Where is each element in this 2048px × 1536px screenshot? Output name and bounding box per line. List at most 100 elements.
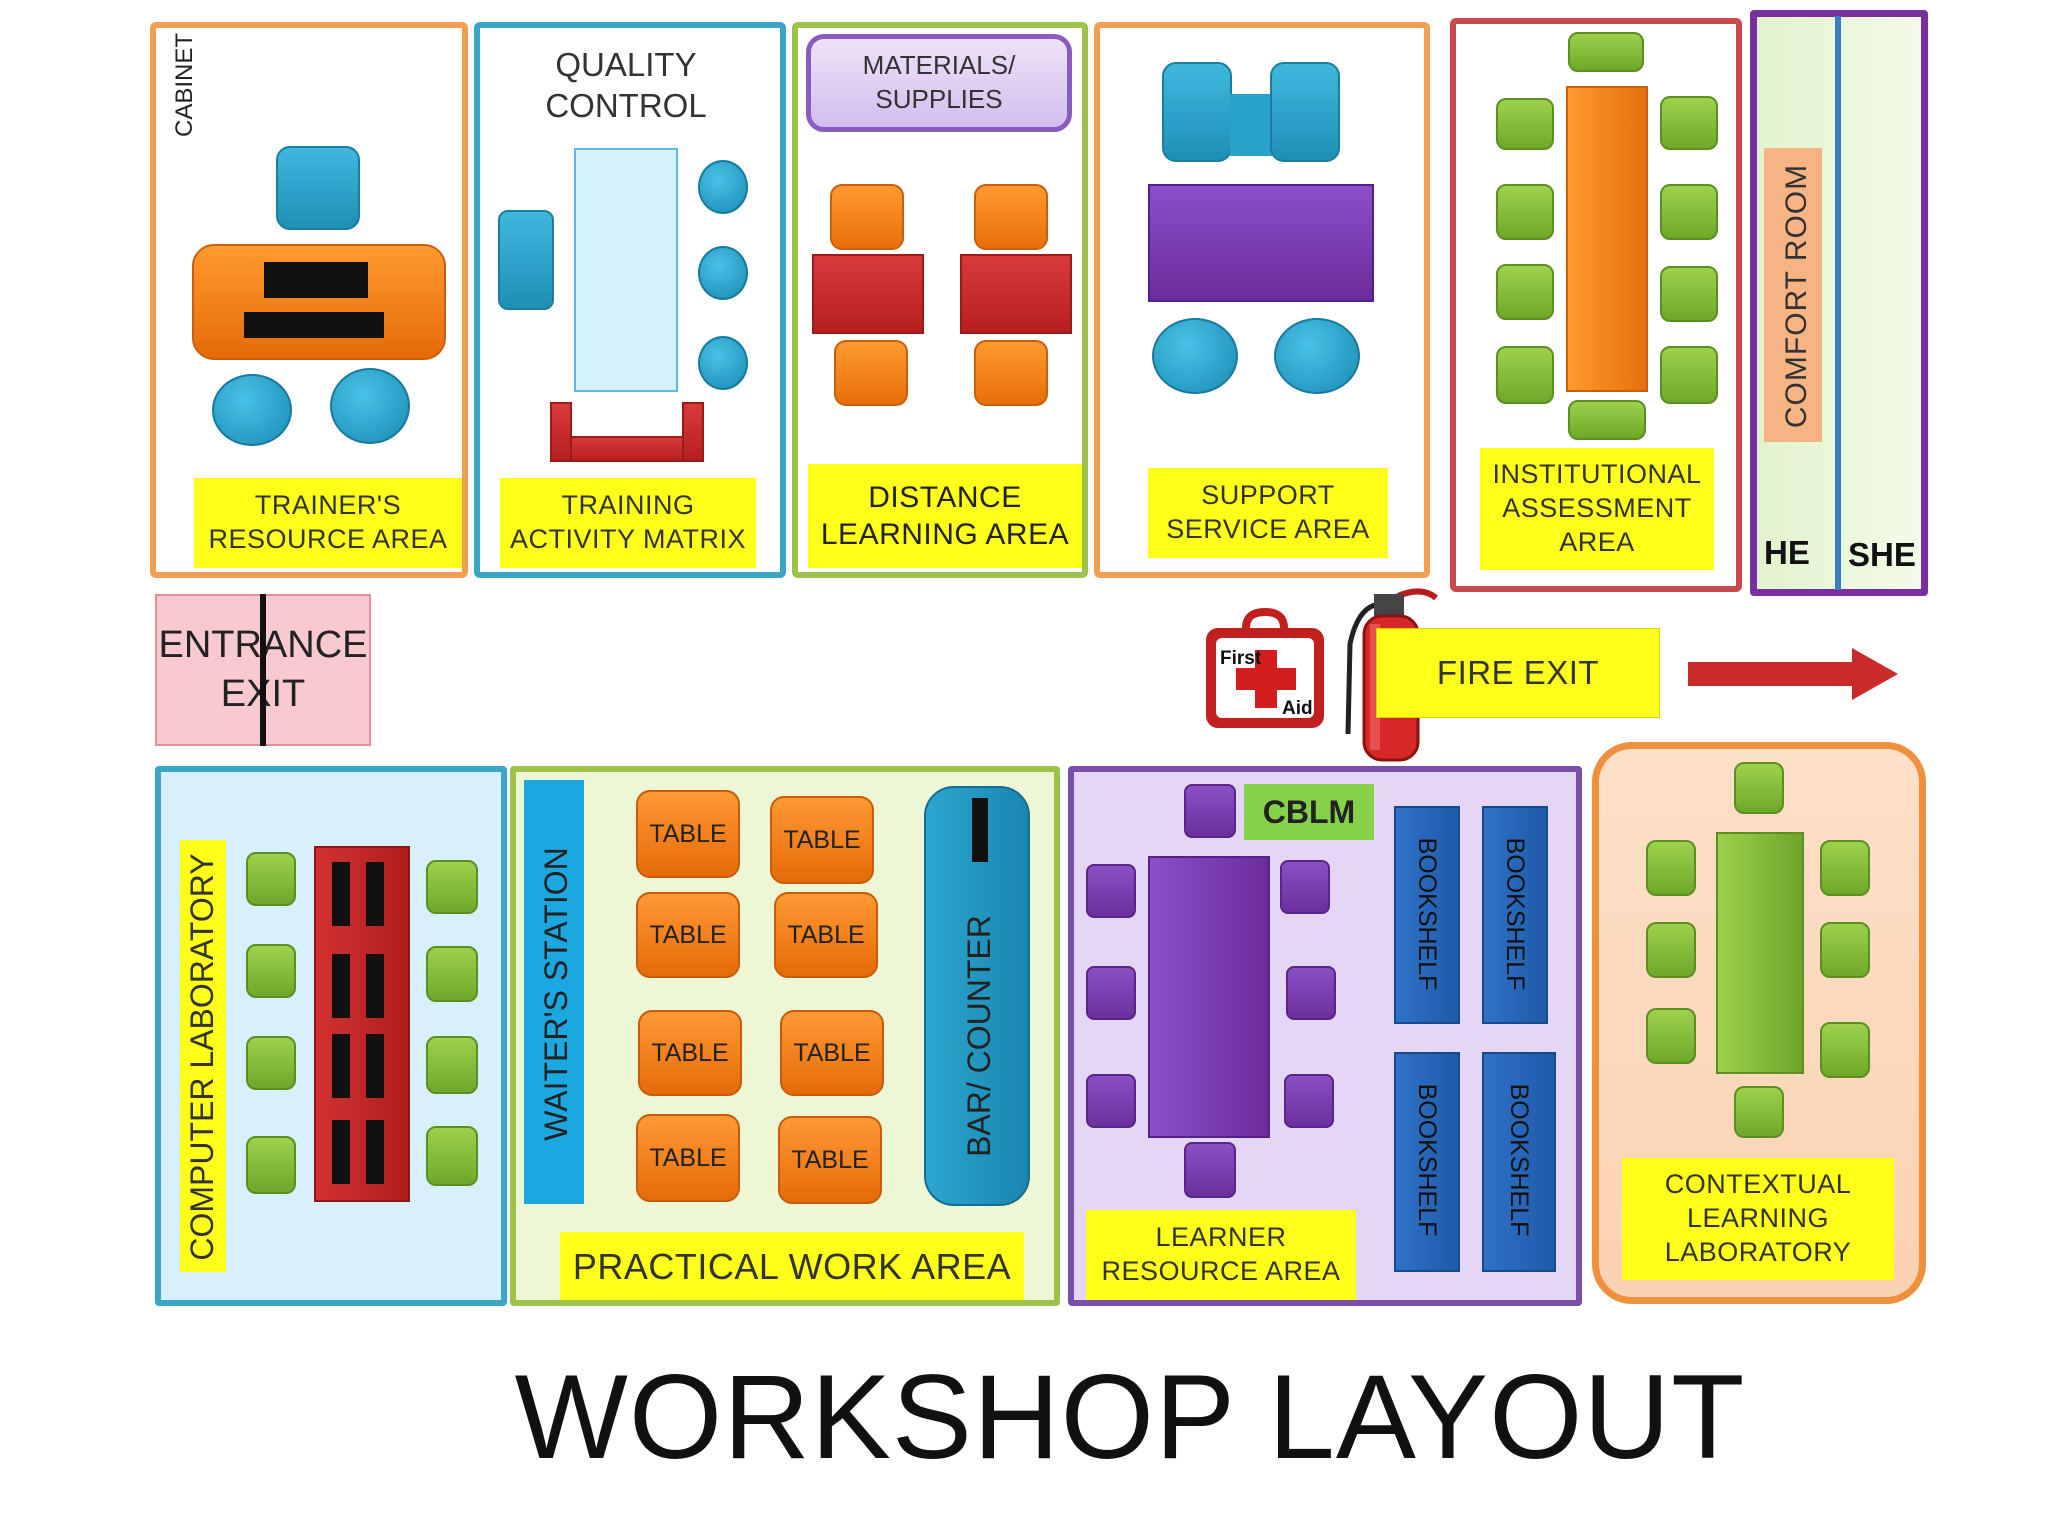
- lab-seat-l2: [246, 944, 296, 998]
- trainer-visitor-seat-1: [212, 374, 292, 446]
- cl-chair-top: [1734, 762, 1784, 814]
- comfort-room-divider: [1835, 16, 1841, 590]
- computer-monitor-6: [366, 1034, 384, 1098]
- fire-exit-label: FIRE EXIT: [1376, 628, 1660, 718]
- practical-table-6: TABLE: [780, 1010, 884, 1096]
- dl-desk-2: [960, 254, 1072, 334]
- desk-drawer-2: [244, 312, 384, 338]
- computer-lab-label: COMPUTER LABORATORY: [183, 853, 220, 1261]
- institutional-assessment-label: INSTITUTIONAL ASSESSMENT AREA: [1480, 448, 1714, 570]
- page-title: WORKSHOP LAYOUT: [514, 1350, 1746, 1484]
- computer-monitor-3: [332, 954, 350, 1018]
- ia-chair-l2: [1496, 184, 1554, 240]
- support-service-label: SUPPORT SERVICE AREA: [1148, 468, 1388, 558]
- support-table: [1148, 184, 1374, 302]
- waiters-station: [524, 780, 584, 1204]
- lab-seat-r2: [426, 946, 478, 1002]
- qc-bench-leg-left: [550, 402, 572, 462]
- lr-chair-r2: [1286, 966, 1336, 1020]
- waiters-station-label: WAITER'S STATION: [537, 847, 574, 1141]
- dl-chair-1: [830, 184, 904, 250]
- ia-table: [1566, 86, 1648, 392]
- ia-chair-r4: [1660, 346, 1718, 404]
- lr-table: [1148, 856, 1270, 1138]
- practical-table-7: TABLE: [636, 1114, 740, 1202]
- practical-work-label: PRACTICAL WORK AREA: [560, 1232, 1024, 1300]
- support-sofa-left: [1162, 62, 1232, 162]
- first-aid-kit-icon: First Aid: [1200, 606, 1330, 736]
- lab-seat-r1: [426, 860, 478, 914]
- bar-counter-label: BAR/ COUNTER: [960, 915, 997, 1157]
- computer-monitor-4: [366, 954, 384, 1018]
- dl-chair-4: [974, 340, 1048, 406]
- bookshelf-1: [1394, 806, 1460, 1024]
- aid-text: Aid: [1282, 698, 1313, 719]
- lr-chair-l1: [1086, 864, 1136, 918]
- dl-desk-1: [812, 254, 924, 334]
- bookshelf-3: [1394, 1052, 1460, 1272]
- practical-table-2: TABLE: [770, 796, 874, 884]
- lr-chair-top: [1184, 784, 1236, 838]
- desk-drawer-1: [264, 262, 368, 298]
- comfort-room-sign: [1764, 148, 1822, 442]
- computer-monitor-2: [366, 862, 384, 926]
- computer-monitor-5: [332, 1034, 350, 1098]
- ia-chair-l4: [1496, 346, 1554, 404]
- bookshelf-4: [1482, 1052, 1556, 1272]
- trainer-chair: [276, 146, 360, 230]
- fire-exit-arrow-icon: [1686, 648, 1900, 700]
- bar-counter-tap: [972, 798, 988, 862]
- training-activity-matrix-label: TRAINING ACTIVITY MATRIX: [500, 478, 756, 568]
- practical-table-8: TABLE: [778, 1116, 882, 1204]
- first-aid-text: First: [1220, 648, 1262, 669]
- comfort-room-label: COMFORT ROOM: [1780, 163, 1813, 429]
- cl-chair-bottom: [1734, 1086, 1784, 1138]
- lr-chair-l3: [1086, 1074, 1136, 1128]
- computer-monitor-8: [366, 1120, 384, 1184]
- computer-lab-label-bg: [180, 840, 226, 1272]
- entrance-door-line: [260, 594, 266, 746]
- computer-bench: [314, 846, 410, 1202]
- ia-chair-l3: [1496, 264, 1554, 320]
- lab-seat-l4: [246, 1136, 296, 1194]
- bookshelf-1-label: BOOKSHELF: [1413, 837, 1442, 991]
- qc-bench-leg-right: [682, 402, 704, 462]
- support-sofa-middle: [1230, 94, 1272, 156]
- computer-monitor-1: [332, 862, 350, 926]
- qc-stool-1: [698, 160, 748, 214]
- materials-supplies-box: MATERIALS/ SUPPLIES: [806, 34, 1072, 132]
- qc-stool-3: [698, 336, 748, 390]
- contextual-learning-label: CONTEXTUAL LEARNING LABORATORY: [1622, 1158, 1894, 1280]
- support-sofa-right: [1270, 62, 1340, 162]
- trainers-resource-label: TRAINER'S RESOURCE AREA: [194, 478, 462, 568]
- bookshelf-2-label: BOOKSHELF: [1501, 837, 1530, 991]
- cl-chair-l2: [1646, 922, 1696, 978]
- she-label: SHE: [1848, 536, 1916, 573]
- bookshelf-3-label: BOOKSHELF: [1413, 1083, 1442, 1237]
- dl-chair-3: [834, 340, 908, 406]
- cl-table: [1716, 832, 1804, 1074]
- lab-seat-r3: [426, 1036, 478, 1094]
- he-label: HE: [1764, 534, 1810, 571]
- lab-seat-l3: [246, 1036, 296, 1090]
- cblm-label: CBLM: [1244, 784, 1374, 840]
- support-seat-2: [1274, 318, 1360, 394]
- support-seat-1: [1152, 318, 1238, 394]
- ia-chair-l1: [1496, 98, 1554, 150]
- cl-chair-r3: [1820, 1022, 1870, 1078]
- cabinet-label: CABINET: [171, 33, 198, 138]
- trainer-visitor-seat-2: [330, 368, 410, 444]
- cl-chair-r1: [1820, 840, 1870, 896]
- lr-chair-r3: [1284, 1074, 1334, 1128]
- quality-control-heading: QUALITY CONTROL: [545, 46, 707, 125]
- practical-table-4: TABLE: [774, 892, 878, 978]
- practical-table-1: TABLE: [636, 790, 740, 878]
- distance-learning-label: DISTANCE LEARNING AREA: [808, 464, 1082, 568]
- dl-chair-2: [974, 184, 1048, 250]
- qc-side-cabinet: [498, 210, 554, 310]
- lr-chair-l2: [1086, 966, 1136, 1020]
- bookshelf-2: [1482, 806, 1548, 1024]
- cl-chair-r2: [1820, 922, 1870, 978]
- cl-chair-l1: [1646, 840, 1696, 896]
- cl-chair-l3: [1646, 1008, 1696, 1064]
